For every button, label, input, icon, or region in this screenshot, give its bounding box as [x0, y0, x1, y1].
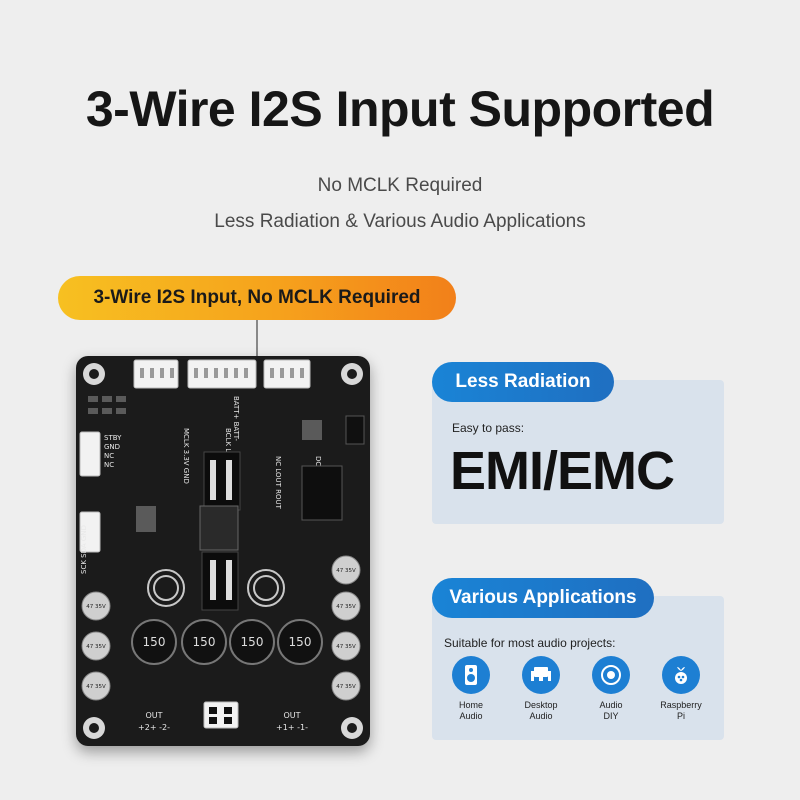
svg-text:47 35V: 47 35V [86, 604, 106, 610]
less-radiation-label: Less Radiation [455, 371, 591, 392]
app-home-audio: Home Audio [436, 656, 506, 722]
svg-text:BATT+ BATT-: BATT+ BATT- [232, 396, 240, 441]
various-applications-tag: Various Applications [432, 578, 654, 618]
raspberry-pi-icon [662, 656, 700, 694]
svg-text:STBY: STBY [104, 434, 122, 442]
svg-text:OUT: OUT [145, 711, 162, 720]
less-radiation-tag: Less Radiation [432, 362, 614, 402]
svg-text:150: 150 [193, 635, 216, 649]
easy-to-pass-text: Easy to pass: [452, 421, 525, 435]
callout-label: 3-Wire I2S Input, No MCLK Required [93, 287, 421, 308]
svg-text:150: 150 [143, 635, 166, 649]
suitable-text: Suitable for most audio projects: [444, 636, 616, 650]
app-label: Home Audio [458, 700, 483, 721]
less-radiation-panel [432, 380, 724, 524]
svg-text:NC LOUT ROUT: NC LOUT ROUT [274, 456, 282, 510]
svg-text:MCLK 3.3V GND: MCLK 3.3V GND [182, 428, 190, 484]
callout-line [256, 320, 258, 356]
svg-text:150: 150 [289, 635, 312, 649]
emi-emc-text: EMI/EMC [450, 441, 675, 501]
svg-text:SCK SDA GND: SCK SDA GND [80, 525, 88, 574]
page-title: 3-Wire I2S Input Supported [85, 81, 715, 137]
svg-text:47 35V: 47 35V [336, 568, 356, 574]
app-label: Raspberry Pi [660, 700, 702, 721]
svg-text:47 35V: 47 35V [86, 684, 106, 690]
svg-text:NC: NC [104, 452, 114, 460]
applications-list: Home Audio Desktop Audio Audio DIY Raspb… [436, 656, 716, 736]
mounting-holes [83, 363, 363, 739]
svg-text:47 35V: 47 35V [336, 644, 356, 650]
app-audio-diy: Audio DIY [576, 656, 646, 722]
speaker-icon [452, 656, 490, 694]
app-raspberry-pi: Raspberry Pi [646, 656, 716, 722]
svg-text:47 35V: 47 35V [86, 644, 106, 650]
svg-text:GND: GND [104, 443, 120, 451]
subtitle-line-1: No MCLK Required [317, 175, 483, 196]
svg-text:+2+ -2-: +2+ -2- [138, 723, 170, 732]
svg-text:NC: NC [104, 461, 114, 469]
svg-text:+1+ -1-: +1+ -1- [276, 723, 308, 732]
svg-text:47 35V: 47 35V [336, 604, 356, 610]
svg-text:150: 150 [241, 635, 264, 649]
svg-text:47 35V: 47 35V [336, 684, 356, 690]
audio-diy-icon [592, 656, 630, 694]
desktop-audio-icon [522, 656, 560, 694]
svg-text:OUT: OUT [283, 711, 300, 720]
app-desktop-audio: Desktop Audio [506, 656, 576, 722]
subtitle-line-2: Less Radiation & Various Audio Applicati… [214, 211, 586, 232]
callout-pill: 3-Wire I2S Input, No MCLK Required [58, 276, 456, 320]
app-label: Audio DIY [599, 700, 623, 721]
app-label: Desktop Audio [524, 700, 558, 721]
various-applications-label: Various Applications [449, 587, 637, 608]
